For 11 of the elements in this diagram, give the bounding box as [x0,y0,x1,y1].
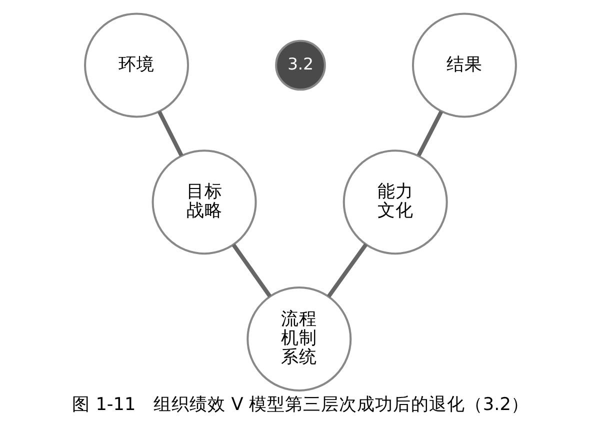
node-circle: 能力文化 [342,150,448,255]
node-circle: 流程机制系统 [246,286,352,392]
node-circle: 环境 [84,12,189,118]
caption: 图 1-11 组织绩效 V 模型第三层次成功后的退化（3.2） [72,394,528,415]
node-circle: 3.2 [274,40,326,91]
node-circle: 结果 [411,12,516,118]
connector [416,110,443,157]
connector [231,244,271,298]
connector [156,110,183,156]
node-circle: 目标战略 [151,150,256,255]
connector [326,243,368,298]
